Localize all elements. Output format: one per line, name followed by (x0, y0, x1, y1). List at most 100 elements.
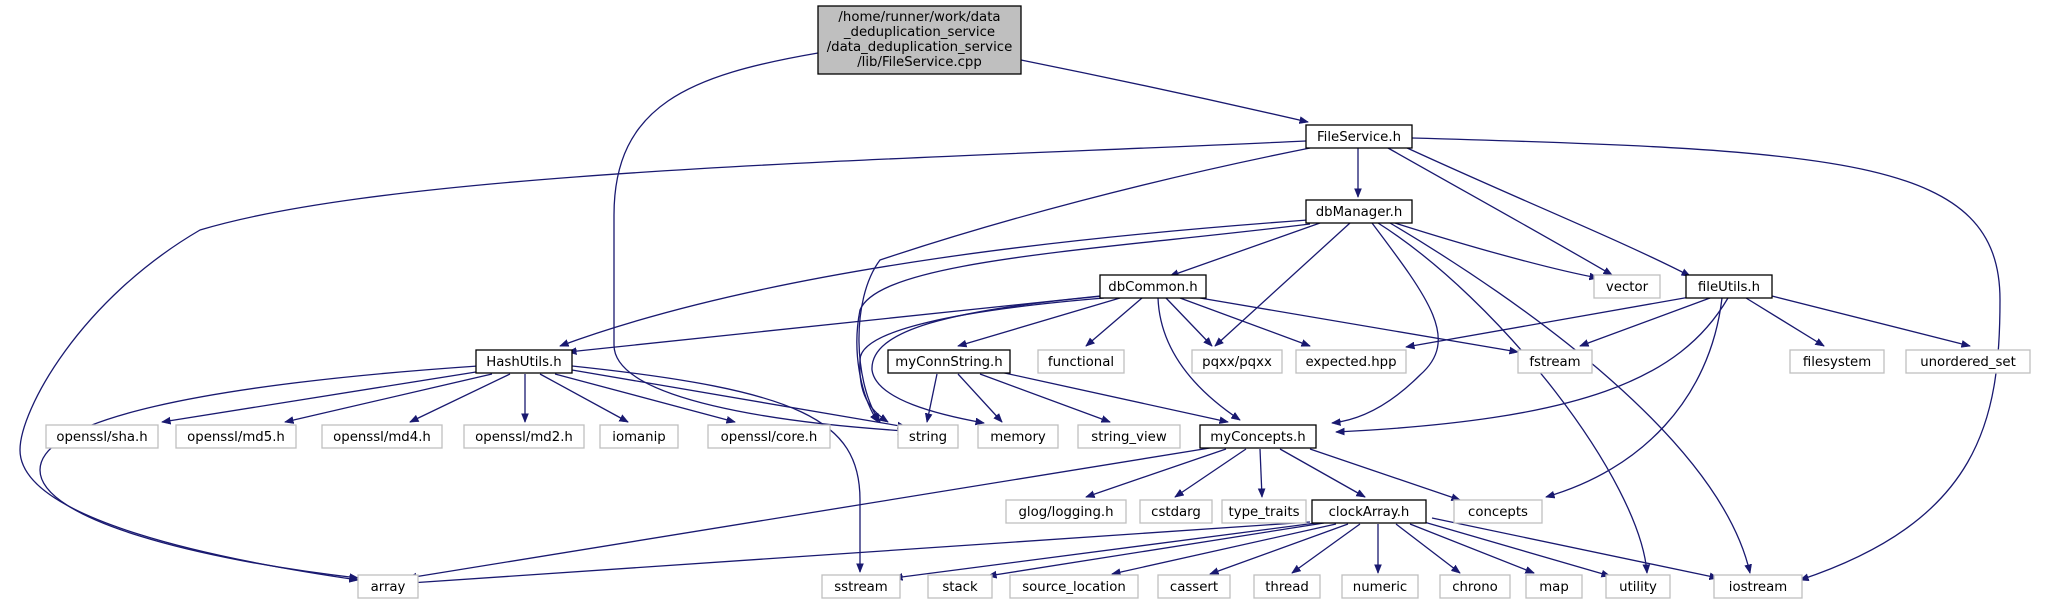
node-label: numeric (1353, 580, 1407, 595)
node-label: expected.hpp (1305, 355, 1396, 370)
edge-clockarray-h-to-utility (1423, 521, 1610, 576)
node-label: fstream (1529, 355, 1580, 370)
node-label: pqxx/pqxx (1202, 355, 1272, 370)
node-memory[interactable]: memory (977, 424, 1059, 449)
node-unordered-set[interactable]: unordered_set (1905, 349, 2031, 374)
root-label-line-1: /home/runner/work/data (838, 10, 1000, 25)
edge-clockarray-h-to-thread (1292, 523, 1361, 573)
node-openssl-md5[interactable]: openssl/md5.h (175, 424, 297, 449)
edge-myconcepts-h-to-type-traits (1260, 448, 1262, 497)
node-numeric[interactable]: numeric (1341, 574, 1419, 599)
node-myconcepts-h[interactable]: myConcepts.h (1199, 424, 1317, 449)
edge-hashutils-h-to-openssl-md4 (410, 373, 511, 423)
node-utility[interactable]: utility (1605, 574, 1671, 599)
edge-fileutils-h-to-expected-hpp (1406, 296, 1691, 347)
edge-dbmanager-h-to-utility (1377, 222, 1647, 573)
edge-fileutils-h-to-unordered-set (1767, 294, 1970, 346)
node-cassert[interactable]: cassert (1157, 574, 1231, 599)
edge-myconcepts-h-to-clockarray-h (1279, 448, 1365, 498)
node-label: myConnString.h (895, 355, 1002, 370)
node-string-view[interactable]: string_view (1077, 424, 1181, 449)
node-fileutils-h[interactable]: fileUtils.h (1685, 274, 1773, 299)
node-fileservice-h[interactable]: FileService.h (1305, 124, 1413, 149)
node-label: openssl/core.h (721, 430, 818, 445)
edge-myconcepts-h-to-concepts (1309, 448, 1460, 500)
edge-dbcommon-h-to-myconnstring-h (958, 297, 1121, 346)
edge-fileutils-h-to-filesystem (1745, 297, 1824, 347)
node-thread[interactable]: thread (1253, 574, 1321, 599)
node-pqxx[interactable]: pqxx/pqxx (1191, 349, 1283, 374)
node-label: array (371, 580, 406, 595)
edge-hashutils-h-to-string (571, 369, 906, 427)
edge-root-to-fileservice-h (1020, 59, 1308, 122)
node-label: functional (1048, 355, 1114, 370)
node-fstream[interactable]: fstream (1517, 349, 1593, 374)
edge-clockarray-h-to-map (1409, 523, 1534, 574)
edge-myconnstring-h-to-myconcepts-h (999, 371, 1228, 422)
edge-myconcepts-h-to-array (408, 446, 1217, 578)
node-label: clockArray.h (1329, 505, 1410, 520)
node-concepts[interactable]: concepts (1453, 499, 1543, 524)
node-vector[interactable]: vector (1593, 274, 1661, 299)
edge-hashutils-h-to-openssl-core (554, 373, 735, 422)
node-dbmanager-h[interactable]: dbManager.h (1305, 199, 1413, 224)
node-sstream[interactable]: sstream (821, 574, 901, 599)
edge-clockarray-h-to-cassert (1210, 523, 1349, 574)
node-openssl-core[interactable]: openssl/core.h (707, 424, 831, 449)
node-label: dbManager.h (1316, 205, 1403, 220)
root-label-line-3: /data_deduplication_service (827, 40, 1013, 55)
node-label: vector (1606, 280, 1649, 295)
node-iomanip[interactable]: iomanip (599, 424, 679, 449)
node-label: thread (1265, 580, 1309, 595)
edge-fileutils-h-to-concepts (1546, 297, 1723, 497)
node-dbcommon-h[interactable]: dbCommon.h (1099, 274, 1207, 299)
edge-dbcommon-h-to-fstream (1199, 297, 1518, 352)
node-hashutils-h[interactable]: HashUtils.h (475, 349, 573, 374)
node-label: stack (942, 580, 978, 595)
node-label: iostream (1729, 580, 1787, 595)
edge-hashutils-h-to-sstream (571, 365, 860, 572)
node-array[interactable]: array (357, 574, 419, 599)
node-cstdarg[interactable]: cstdarg (1139, 499, 1213, 524)
node-filesystem[interactable]: filesystem (1789, 349, 1885, 374)
node-openssl-sha[interactable]: openssl/sha.h (45, 424, 159, 449)
node-functional[interactable]: functional (1037, 349, 1125, 374)
node-label: cassert (1170, 580, 1218, 595)
edge-hashutils-h-to-iomanip (539, 373, 628, 423)
edge-fileservice-h-to-vector (1387, 147, 1612, 276)
edge-root-to-string (613, 52, 906, 431)
node-root-file[interactable]: /home/runner/work/data _deduplication_se… (817, 5, 1022, 75)
node-label: unordered_set (1920, 355, 2016, 370)
node-type-traits[interactable]: type_traits (1221, 499, 1307, 524)
node-expected-hpp[interactable]: expected.hpp (1295, 349, 1407, 374)
edge-fileservice-h-to-array (19, 140, 1307, 580)
node-map[interactable]: map (1525, 574, 1583, 599)
edge-dbcommon-h-to-myconcepts-h (1157, 297, 1240, 420)
edge-myconnstring-h-to-memory (957, 373, 1002, 422)
node-source-location[interactable]: source_location (1009, 574, 1139, 599)
node-myconnstring-h[interactable]: myConnString.h (887, 349, 1011, 374)
edge-dbcommon-h-to-memory (871, 295, 1105, 423)
edge-myconnstring-h-to-string (927, 373, 938, 422)
node-label: openssl/md2.h (475, 430, 573, 445)
edge-dbmanager-h-to-dbcommon-h (1170, 222, 1321, 276)
edge-dbmanager-h-to-vector (1394, 222, 1598, 278)
edge-dbcommon-h-to-functional (1086, 297, 1143, 346)
node-label: glog/logging.h (1018, 505, 1113, 520)
node-string[interactable]: string (897, 424, 959, 449)
edge-dbmanager-h-to-myconcepts-h (1332, 222, 1439, 423)
edge-dbcommon-h-to-hashutils-h (568, 295, 1101, 352)
node-iostream[interactable]: iostream (1713, 574, 1803, 599)
node-openssl-md4[interactable]: openssl/md4.h (321, 424, 443, 449)
node-chrono[interactable]: chrono (1439, 574, 1511, 599)
node-openssl-md2[interactable]: openssl/md2.h (463, 424, 585, 449)
node-glog[interactable]: glog/logging.h (1005, 499, 1127, 524)
node-label: type_traits (1228, 505, 1299, 520)
node-label: FileService.h (1317, 130, 1401, 145)
edge-fileservice-h-to-string (858, 147, 1311, 422)
node-clockarray-h[interactable]: clockArray.h (1311, 499, 1427, 524)
node-stack[interactable]: stack (927, 574, 993, 599)
node-label: string (909, 430, 947, 445)
node-label: iomanip (612, 430, 666, 445)
edge-fileservice-h-to-iostream (1411, 137, 2001, 580)
